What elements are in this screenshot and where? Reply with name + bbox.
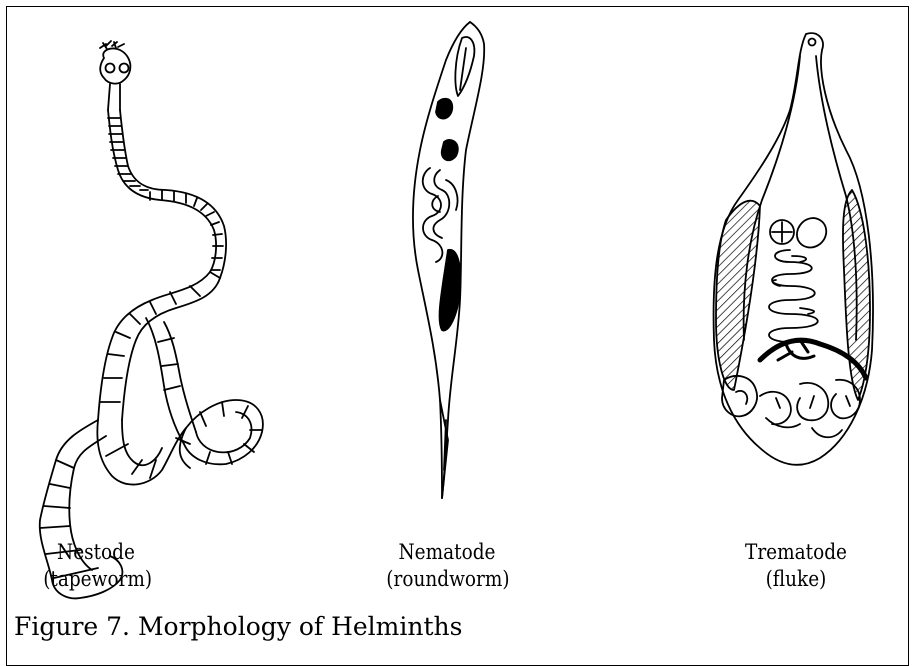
tapeworm-drawing xyxy=(40,41,263,598)
nestode-common-name: (tapeworm) xyxy=(43,566,149,593)
nestode-name: Nestode xyxy=(43,539,149,566)
nematode-label: Nematode (roundworm) xyxy=(386,539,507,593)
trematode-common-name: (fluke) xyxy=(743,566,849,593)
nematode-common-name: (roundworm) xyxy=(386,566,507,593)
trematode-label: Trematode (fluke) xyxy=(743,539,849,593)
trematode-name: Trematode xyxy=(743,539,849,566)
fluke-drawing xyxy=(714,33,873,465)
nematode-name: Nematode xyxy=(386,539,507,566)
nestode-label: Nestode (tapeworm) xyxy=(43,539,149,593)
figure-caption: Figure 7. Morphology of Helminths xyxy=(14,611,462,643)
roundworm-drawing xyxy=(413,22,484,498)
